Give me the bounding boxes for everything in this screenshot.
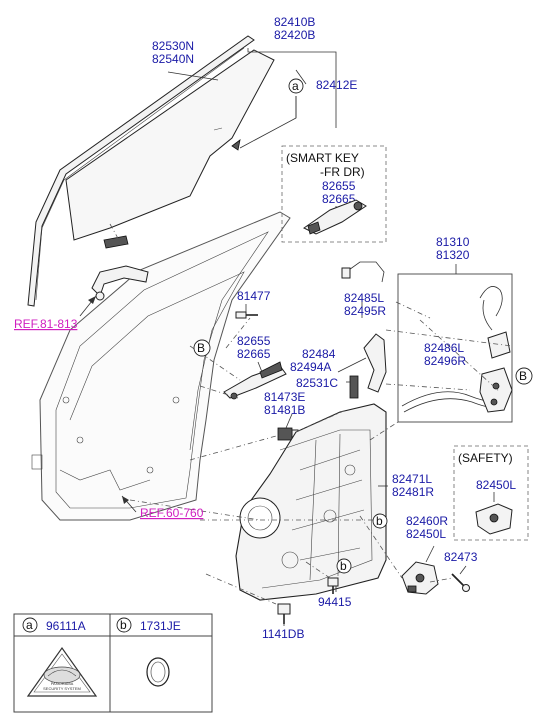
label-82665[interactable]: 82665 bbox=[237, 347, 271, 361]
label-81473E[interactable]: 81473E bbox=[264, 390, 305, 404]
door-frame bbox=[31, 211, 291, 521]
callout-B-right[interactable]: B bbox=[515, 367, 533, 385]
smart-key-group: (SMART KEY -FR DR) 82655 82665 bbox=[281, 145, 387, 243]
callout-a[interactable]: a bbox=[288, 78, 304, 94]
svg-text:b: b bbox=[340, 559, 347, 573]
bolt-81477[interactable] bbox=[235, 311, 258, 319]
label-82540N[interactable]: 82540N bbox=[152, 52, 194, 66]
label-82481R[interactable]: 82481R bbox=[392, 485, 434, 499]
glass-label-leaders bbox=[167, 48, 337, 149]
legend-b-letter: b bbox=[120, 618, 127, 632]
svg-text:b: b bbox=[376, 514, 383, 528]
label-82471L[interactable]: 82471L bbox=[392, 472, 432, 486]
ref-81-813[interactable]: REF.81-813 bbox=[14, 317, 78, 331]
label-82450L[interactable]: 82450L bbox=[406, 527, 446, 541]
label-1141DB[interactable]: 1141DB bbox=[262, 627, 304, 641]
smart-key-title: (SMART KEY bbox=[286, 151, 359, 165]
inside-handle[interactable] bbox=[223, 361, 287, 400]
smart-key-sub: -FR DR) bbox=[320, 165, 365, 179]
handle-bracket[interactable] bbox=[349, 333, 387, 399]
outside-handle-bracket[interactable] bbox=[91, 265, 149, 301]
label-81320[interactable]: 81320 bbox=[436, 248, 470, 262]
legend-a-part[interactable]: 96111A bbox=[46, 619, 86, 633]
label-82530N[interactable]: 82530N bbox=[152, 39, 194, 53]
label-81310[interactable]: 81310 bbox=[436, 235, 470, 249]
assembly-lines bbox=[109, 223, 513, 605]
label-82460R[interactable]: 82460R bbox=[406, 514, 448, 528]
label-82655[interactable]: 82655 bbox=[237, 334, 271, 348]
grommet-plug bbox=[146, 657, 170, 687]
label-82486L[interactable]: 82486L bbox=[424, 341, 464, 355]
ref-arrows bbox=[79, 295, 137, 513]
lock-rod[interactable] bbox=[341, 261, 385, 283]
label-82496R[interactable]: 82496R bbox=[424, 354, 466, 368]
label-82410B[interactable]: 82410B bbox=[274, 15, 315, 29]
label-82412E[interactable]: 82412E bbox=[316, 78, 357, 92]
label-94415[interactable]: 94415 bbox=[318, 595, 352, 609]
label-82531C[interactable]: 82531C bbox=[296, 376, 338, 390]
legend-b-cell[interactable]: b 1731JE bbox=[116, 617, 181, 633]
legend-b-part[interactable]: 1731JE bbox=[140, 619, 181, 633]
screw-94415[interactable] bbox=[327, 577, 339, 594]
smart-key-part-1[interactable]: 82655 bbox=[322, 179, 356, 193]
svg-text:B: B bbox=[519, 369, 527, 383]
screw-82473[interactable] bbox=[451, 573, 470, 592]
label-82473[interactable]: 82473 bbox=[444, 550, 478, 564]
smart-key-handle[interactable] bbox=[303, 199, 367, 235]
door-module-panel[interactable] bbox=[235, 403, 387, 601]
svg-text:B: B bbox=[197, 341, 205, 355]
door-glass[interactable] bbox=[65, 49, 275, 249]
latch-cable-group bbox=[397, 264, 513, 423]
door-latch[interactable] bbox=[479, 367, 513, 413]
glass-run-channel[interactable] bbox=[27, 35, 255, 307]
label-82485L[interactable]: 82485L bbox=[344, 291, 384, 305]
callout-b-module[interactable]: b bbox=[372, 513, 388, 529]
label-82494A[interactable]: 82494A bbox=[290, 360, 331, 374]
safety-title: (SAFETY) bbox=[458, 451, 513, 465]
security-badge: PANORAMA SECURITY SYSTEM bbox=[26, 646, 98, 697]
label-81477[interactable]: 81477 bbox=[237, 289, 271, 303]
badge-text-1: PANORAMA bbox=[51, 681, 74, 686]
legend-a-cell[interactable]: a 96111A bbox=[22, 617, 86, 633]
bolt-1141DB[interactable] bbox=[277, 603, 291, 624]
label-82484[interactable]: 82484 bbox=[302, 347, 336, 361]
ref-60-760[interactable]: REF.60-760 bbox=[140, 506, 204, 520]
legend-a-letter: a bbox=[26, 618, 33, 632]
leader-lines bbox=[245, 296, 467, 626]
legend-table: a 96111A b 1731JE PANORAMA SECURITY SYST… bbox=[13, 613, 213, 713]
window-motor[interactable] bbox=[401, 561, 439, 595]
callout-b-screw[interactable]: b bbox=[336, 558, 352, 574]
safety-group: (SAFETY) 82450L bbox=[453, 445, 529, 541]
svg-text:a: a bbox=[292, 79, 299, 93]
label-81481B[interactable]: 81481B bbox=[264, 403, 305, 417]
callout-B-left[interactable]: B bbox=[193, 339, 211, 357]
label-82495R[interactable]: 82495R bbox=[344, 304, 386, 318]
label-82420B[interactable]: 82420B bbox=[274, 28, 315, 42]
badge-text-2: SECURITY SYSTEM bbox=[43, 686, 81, 691]
smart-key-part-2[interactable]: 82665 bbox=[322, 192, 356, 206]
safety-motor[interactable] bbox=[475, 503, 513, 535]
safety-part[interactable]: 82450L bbox=[476, 478, 516, 492]
actuator-connector[interactable] bbox=[487, 331, 511, 359]
